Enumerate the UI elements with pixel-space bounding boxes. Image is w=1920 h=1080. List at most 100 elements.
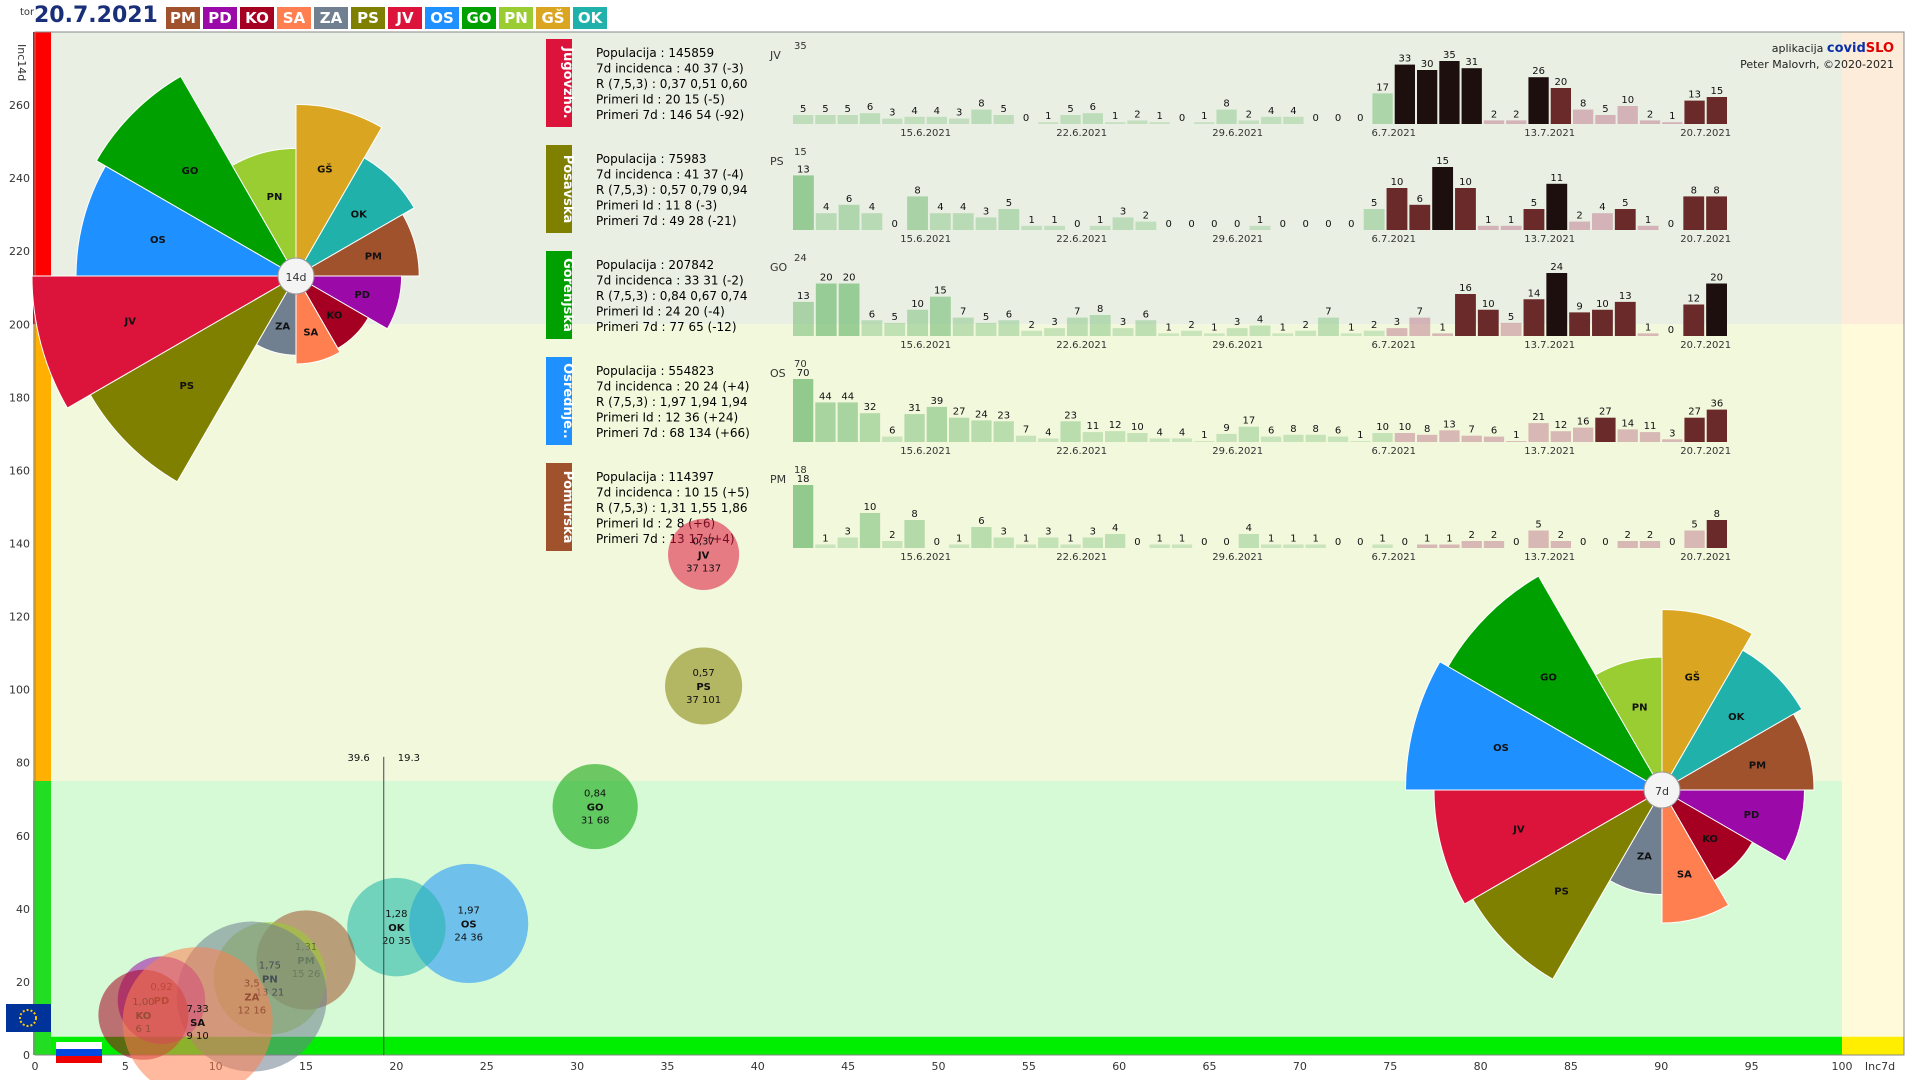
- mini-bar-label: 8: [1313, 424, 1319, 435]
- mini-bar-label: 10: [1376, 422, 1389, 433]
- mini-bar: [1363, 209, 1385, 230]
- mini-chart-date: 6.7.2021: [1371, 340, 1416, 351]
- mini-bar-label: 8: [1290, 424, 1296, 435]
- mini-bar-label: 5: [800, 104, 806, 115]
- x-tick-label: 35: [660, 1060, 674, 1073]
- mini-chart-code: OS: [770, 367, 786, 380]
- mini-bar-label: 1: [1112, 111, 1118, 122]
- mini-bar: [1318, 317, 1339, 336]
- region-info-line: Primeri Id : 12 36 (+24): [596, 411, 738, 425]
- credit-prefix: aplikacija: [1772, 42, 1827, 55]
- mini-bar-label: 4: [1599, 202, 1605, 213]
- mini-bar-label: 1: [1513, 430, 1519, 441]
- mini-bar: [859, 513, 881, 548]
- region-info-line: Populacija : 114397: [596, 470, 714, 484]
- x-axis-label: Inc7d: [1865, 1060, 1895, 1073]
- pie-slice-label: OK: [1728, 712, 1746, 723]
- mini-bar: [861, 320, 883, 336]
- mini-chart-ytop: 35: [794, 41, 807, 52]
- pie-slice-label: GŠ: [317, 162, 332, 175]
- mini-bar-label: 3: [1051, 317, 1057, 328]
- eu-stars-icon: [19, 1009, 37, 1027]
- mini-bar: [882, 541, 903, 548]
- mini-bar: [1089, 225, 1111, 230]
- mini-bar: [884, 322, 906, 336]
- mini-bar: [1550, 431, 1571, 442]
- region-info-line: Primeri 7d : 146 54 (-92): [596, 108, 744, 122]
- mini-bar: [1135, 320, 1157, 336]
- mini-bar-label: 0: [1211, 219, 1217, 230]
- mini-bar-label: 1: [1424, 534, 1430, 545]
- mini-bar-label: 13: [1688, 90, 1701, 101]
- si-flag-white: [56, 1042, 102, 1049]
- mini-chart-date: 20.7.2021: [1680, 340, 1731, 351]
- mini-bar: [1506, 120, 1527, 124]
- mini-bar-label: 1: [1179, 534, 1185, 545]
- x-tick-label: 0: [32, 1060, 39, 1073]
- mini-bar: [993, 537, 1014, 548]
- mini-bar: [1021, 330, 1043, 336]
- mini-chart-ytop: 18: [794, 465, 807, 476]
- pie-slice-label: JV: [1512, 824, 1525, 835]
- mini-bar: [1595, 115, 1616, 124]
- mini-bar: [904, 414, 925, 442]
- mini-bar-label: 8: [1691, 185, 1697, 196]
- mini-bar: [1455, 294, 1476, 336]
- mini-bar: [838, 204, 860, 230]
- mini-bar: [1283, 434, 1304, 442]
- y-tick-label: 0: [23, 1049, 30, 1062]
- mini-bar: [1417, 70, 1438, 124]
- pie-slice-os: [75, 165, 298, 277]
- mini-bar-label: 44: [841, 391, 854, 402]
- mini-bar: [1203, 333, 1225, 336]
- mini-bar-label: 3: [956, 108, 962, 119]
- mini-bar-label: 5: [1001, 104, 1007, 115]
- mini-bar: [793, 379, 814, 442]
- mini-bar-label: 8: [1580, 99, 1586, 110]
- mini-bar: [838, 283, 860, 336]
- mini-bar: [1706, 520, 1727, 548]
- pie-slice-label: PM: [1749, 760, 1766, 771]
- region-tab-label: Jugovzho.: [560, 46, 575, 119]
- pie-slice-label: PS: [180, 381, 195, 392]
- mini-bar: [1226, 328, 1248, 336]
- mini-bar: [1216, 109, 1237, 124]
- region-tab-label: Osrednje..: [560, 363, 575, 439]
- y-tick-label: 60: [16, 830, 30, 843]
- mini-bar-label: 33: [1398, 54, 1411, 65]
- mini-bar: [1528, 77, 1549, 124]
- mini-bar-label: 1: [1446, 534, 1452, 545]
- mini-chart-date: 15.6.2021: [900, 446, 951, 457]
- mini-bar: [1637, 225, 1659, 230]
- pie-center-label: 7d: [1655, 785, 1669, 798]
- mini-bar-label: 12: [1554, 420, 1567, 431]
- mini-bar: [793, 301, 814, 336]
- mini-bar-label: 1: [1201, 111, 1207, 122]
- mini-chart-date: 15.6.2021: [900, 128, 951, 139]
- mini-bar-label: 0: [934, 537, 940, 548]
- legend-chip-ok: OK: [573, 7, 607, 29]
- mini-bar: [1639, 120, 1661, 124]
- mini-bar: [971, 527, 992, 548]
- mini-bar: [1573, 109, 1594, 124]
- mini-bar-label: 5: [822, 104, 828, 115]
- region-info-line: Primeri 7d : 68 134 (+66): [596, 426, 750, 440]
- mini-bar-label: 3: [1120, 317, 1126, 328]
- mini-bar-label: 7: [1023, 425, 1029, 436]
- pie-slice-label: GO: [182, 166, 199, 177]
- mini-bar: [1417, 434, 1438, 442]
- mini-bar: [1639, 541, 1661, 548]
- bubble-code-label: JV: [697, 550, 710, 561]
- legend-chip-pn: PN: [499, 7, 533, 29]
- mini-bar-label: 0: [1302, 219, 1308, 230]
- x-tick-label: 85: [1564, 1060, 1578, 1073]
- mini-bar: [815, 402, 836, 442]
- mini-chart-date: 29.6.2021: [1212, 552, 1263, 563]
- bubble-value-label: 31 68: [581, 816, 610, 827]
- mini-bar-label: 2: [1513, 109, 1519, 120]
- y-tick-label: 40: [16, 903, 30, 916]
- mini-bar-label: 0: [1348, 219, 1354, 230]
